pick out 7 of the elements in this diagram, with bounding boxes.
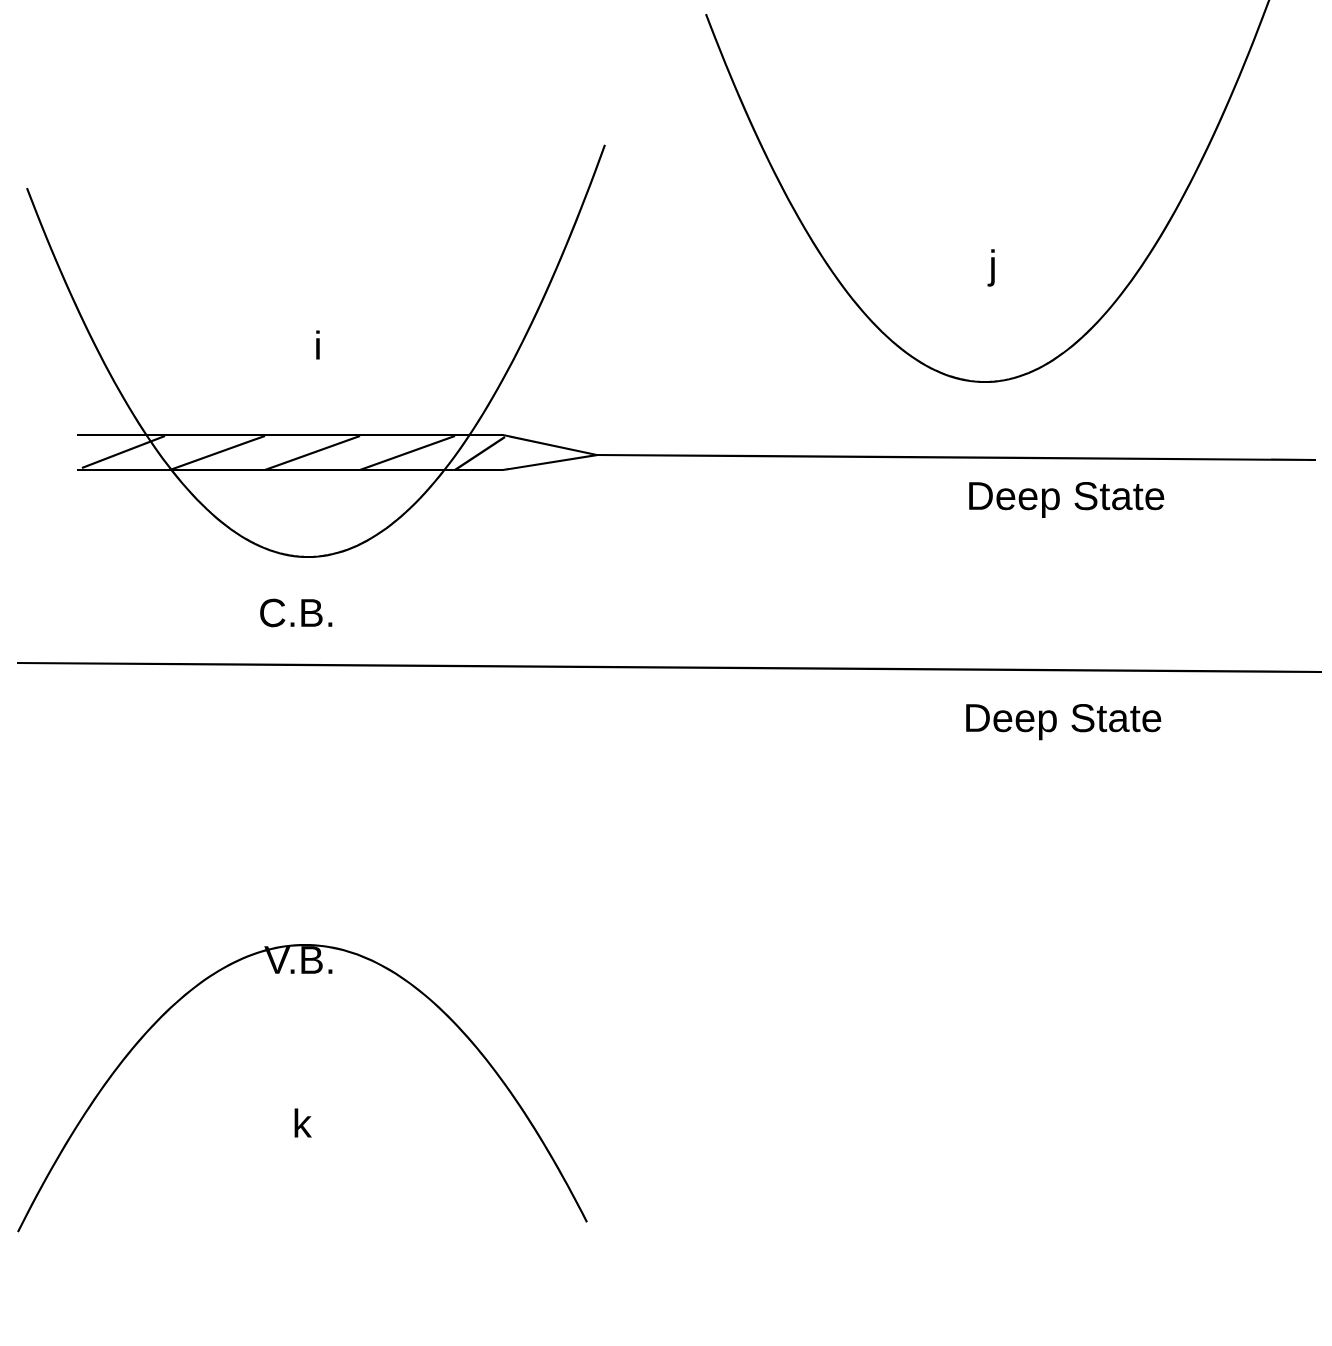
text-label: V.B. [264, 946, 333, 974]
text-label: Deep State [969, 481, 1165, 519]
text-label: i [316, 330, 320, 360]
text-label: j [987, 249, 995, 287]
text-label: C.B. [260, 598, 333, 628]
text-label: k [294, 1108, 313, 1138]
text-label: Deep State [966, 703, 1162, 741]
